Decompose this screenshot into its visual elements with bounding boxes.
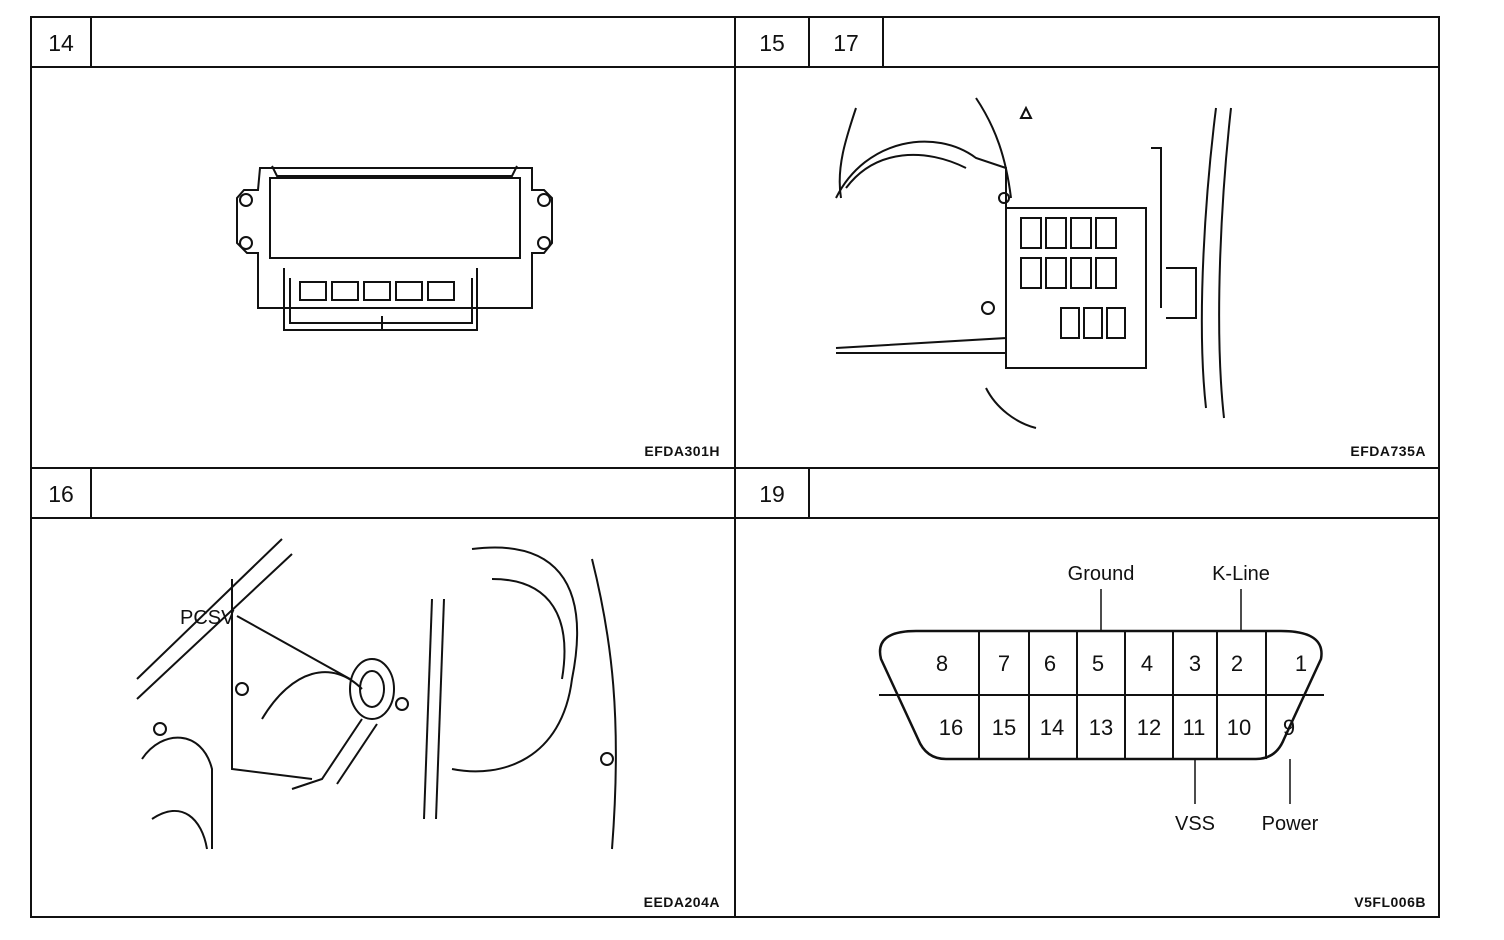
figure-code: V5FL006B: [1354, 894, 1426, 910]
step-number: 19: [736, 469, 810, 517]
figure-code: EFDA735A: [1350, 443, 1426, 459]
obd-connector-diagram: 8 7 6 5 4 3 2 1 16 15 14 13 12 11 10 9: [878, 563, 1324, 835]
panel-19: 19 8 7 6 5 4 3 2 1 16 15 14 13 12 11 10: [736, 469, 1440, 918]
pin-number: 16: [939, 715, 963, 740]
panel-header: 19: [736, 469, 1440, 519]
pcsv-engine-illustration: PCSV: [136, 538, 617, 850]
grid-divider-horizontal: [32, 467, 1438, 469]
pin-number: 9: [1283, 715, 1295, 740]
pin-number: 10: [1227, 715, 1251, 740]
pin-number: 11: [1183, 715, 1206, 740]
figure-code: EFDA301H: [644, 443, 720, 459]
pin-number: 2: [1231, 651, 1243, 676]
pin-number: 5: [1092, 651, 1104, 676]
pin-number: 12: [1137, 715, 1161, 740]
pin-number: 6: [1044, 651, 1056, 676]
fuse-box-illustration: [835, 97, 1232, 429]
ground-label: Ground: [1068, 563, 1135, 585]
panel-15-17: 15 17: [736, 18, 1440, 467]
step-number: 17: [810, 18, 884, 66]
figure-code: EEDA204A: [643, 894, 720, 910]
panel-14: 14 EFDA301H: [32, 18, 734, 467]
kline-label: K-Line: [1212, 563, 1270, 585]
panel-header: 16: [32, 469, 734, 519]
figure-grid: 14 EFDA301H 15 17: [30, 16, 1440, 918]
pin-number: 7: [998, 651, 1010, 676]
pin-number: 13: [1089, 715, 1113, 740]
pin-number: 14: [1040, 715, 1064, 740]
pin-number: 15: [992, 715, 1016, 740]
pin-number: 4: [1141, 651, 1153, 676]
pcsv-label: PCSV: [180, 607, 235, 629]
power-label: Power: [1262, 813, 1319, 835]
ecm-module-illustration: [236, 165, 553, 331]
panel-header: 14: [32, 18, 734, 68]
step-number: 14: [32, 18, 92, 66]
panel-16: 16 PCSV EEDA204A: [32, 469, 734, 918]
pin-number: 8: [936, 651, 948, 676]
pin-number: 1: [1295, 651, 1307, 676]
step-number: 16: [32, 469, 92, 517]
pin-number: 3: [1189, 651, 1201, 676]
panel-header: 15 17: [736, 18, 1440, 68]
step-number: 15: [736, 18, 810, 66]
connector-outline: [878, 629, 1323, 761]
vss-label: VSS: [1175, 813, 1215, 835]
